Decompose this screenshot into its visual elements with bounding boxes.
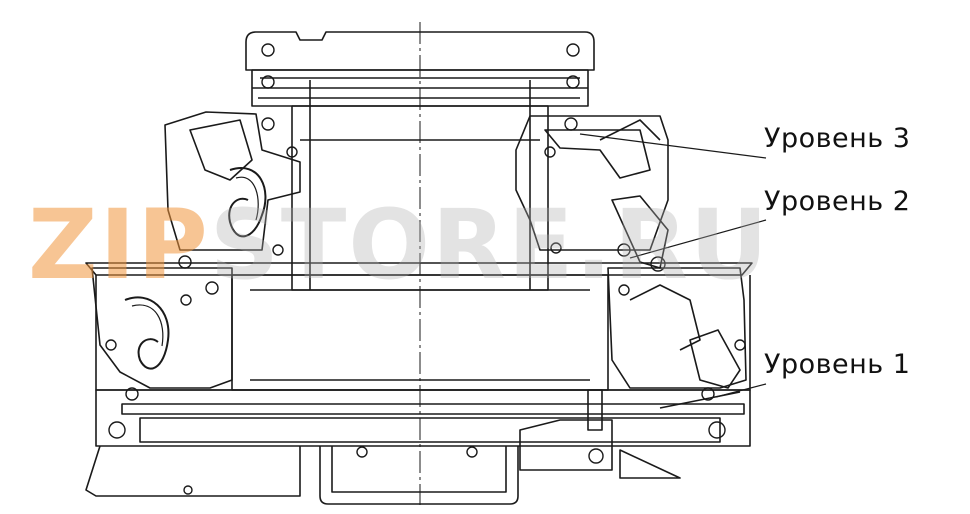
level1-module [85,329,751,505]
level3-module [164,31,669,291]
label-level1: Уровень 1 [764,349,911,380]
label-level2: Уровень 2 [764,186,911,217]
leader-lines [579,133,767,398]
screws [105,43,746,495]
label-level3: Уровень 3 [764,123,911,154]
level2-module [85,195,753,391]
